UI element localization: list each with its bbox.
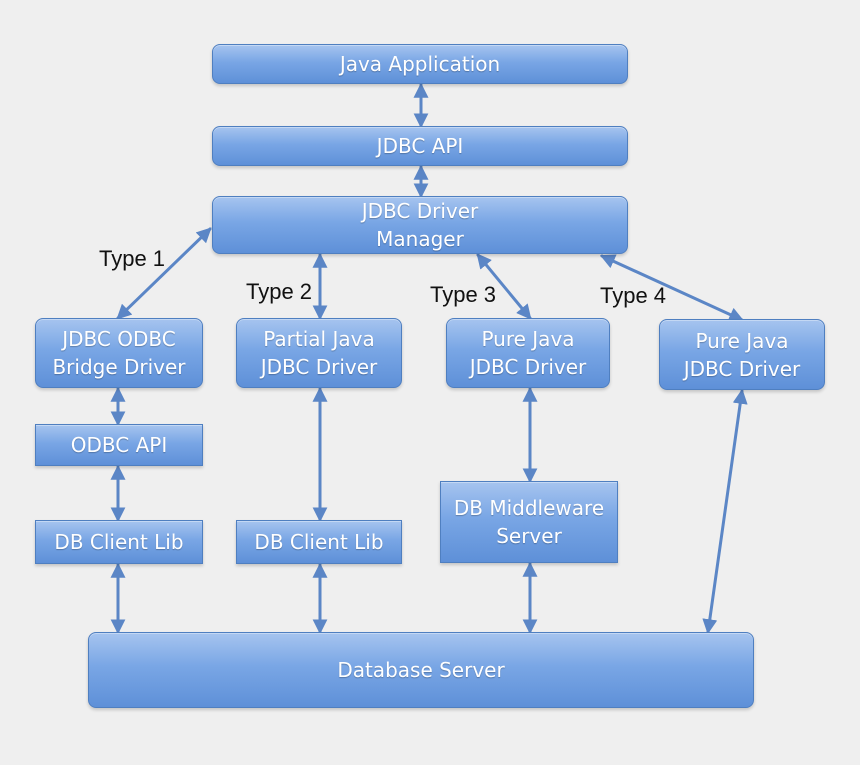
java-application-box: Java Application — [212, 44, 628, 84]
type-3-label: Type 3 — [430, 282, 497, 307]
jdbc-api-box: JDBC API — [212, 126, 628, 166]
odbc-api-box: ODBC API — [35, 424, 203, 466]
db-client-lib-type2-box: DB Client Lib — [236, 520, 402, 564]
db-middleware-server-box: DB Middleware Server — [440, 481, 618, 563]
jdbc-odbc-bridge-driver-box: JDBC ODBC Bridge Driver — [35, 318, 203, 388]
jdbc-driver-manager-box: JDBC Driver Manager — [212, 196, 628, 254]
pure-java-jdbc-driver-type3-box: Pure Java JDBC Driver — [446, 318, 610, 388]
type-1-label: Type 1 — [99, 246, 166, 271]
connector-manager-type1 — [116, 227, 212, 320]
partial-java-jdbc-driver-box: Partial Java JDBC Driver — [236, 318, 402, 388]
type-2-label: Type 2 — [246, 279, 313, 304]
database-server-box: Database Server — [88, 632, 754, 708]
db-client-lib-type1-box: DB Client Lib — [35, 520, 203, 564]
connector-type4-database — [702, 388, 748, 635]
type-4-label: Type 4 — [600, 283, 667, 308]
pure-java-jdbc-driver-type4-box: Pure Java JDBC Driver — [659, 319, 825, 390]
